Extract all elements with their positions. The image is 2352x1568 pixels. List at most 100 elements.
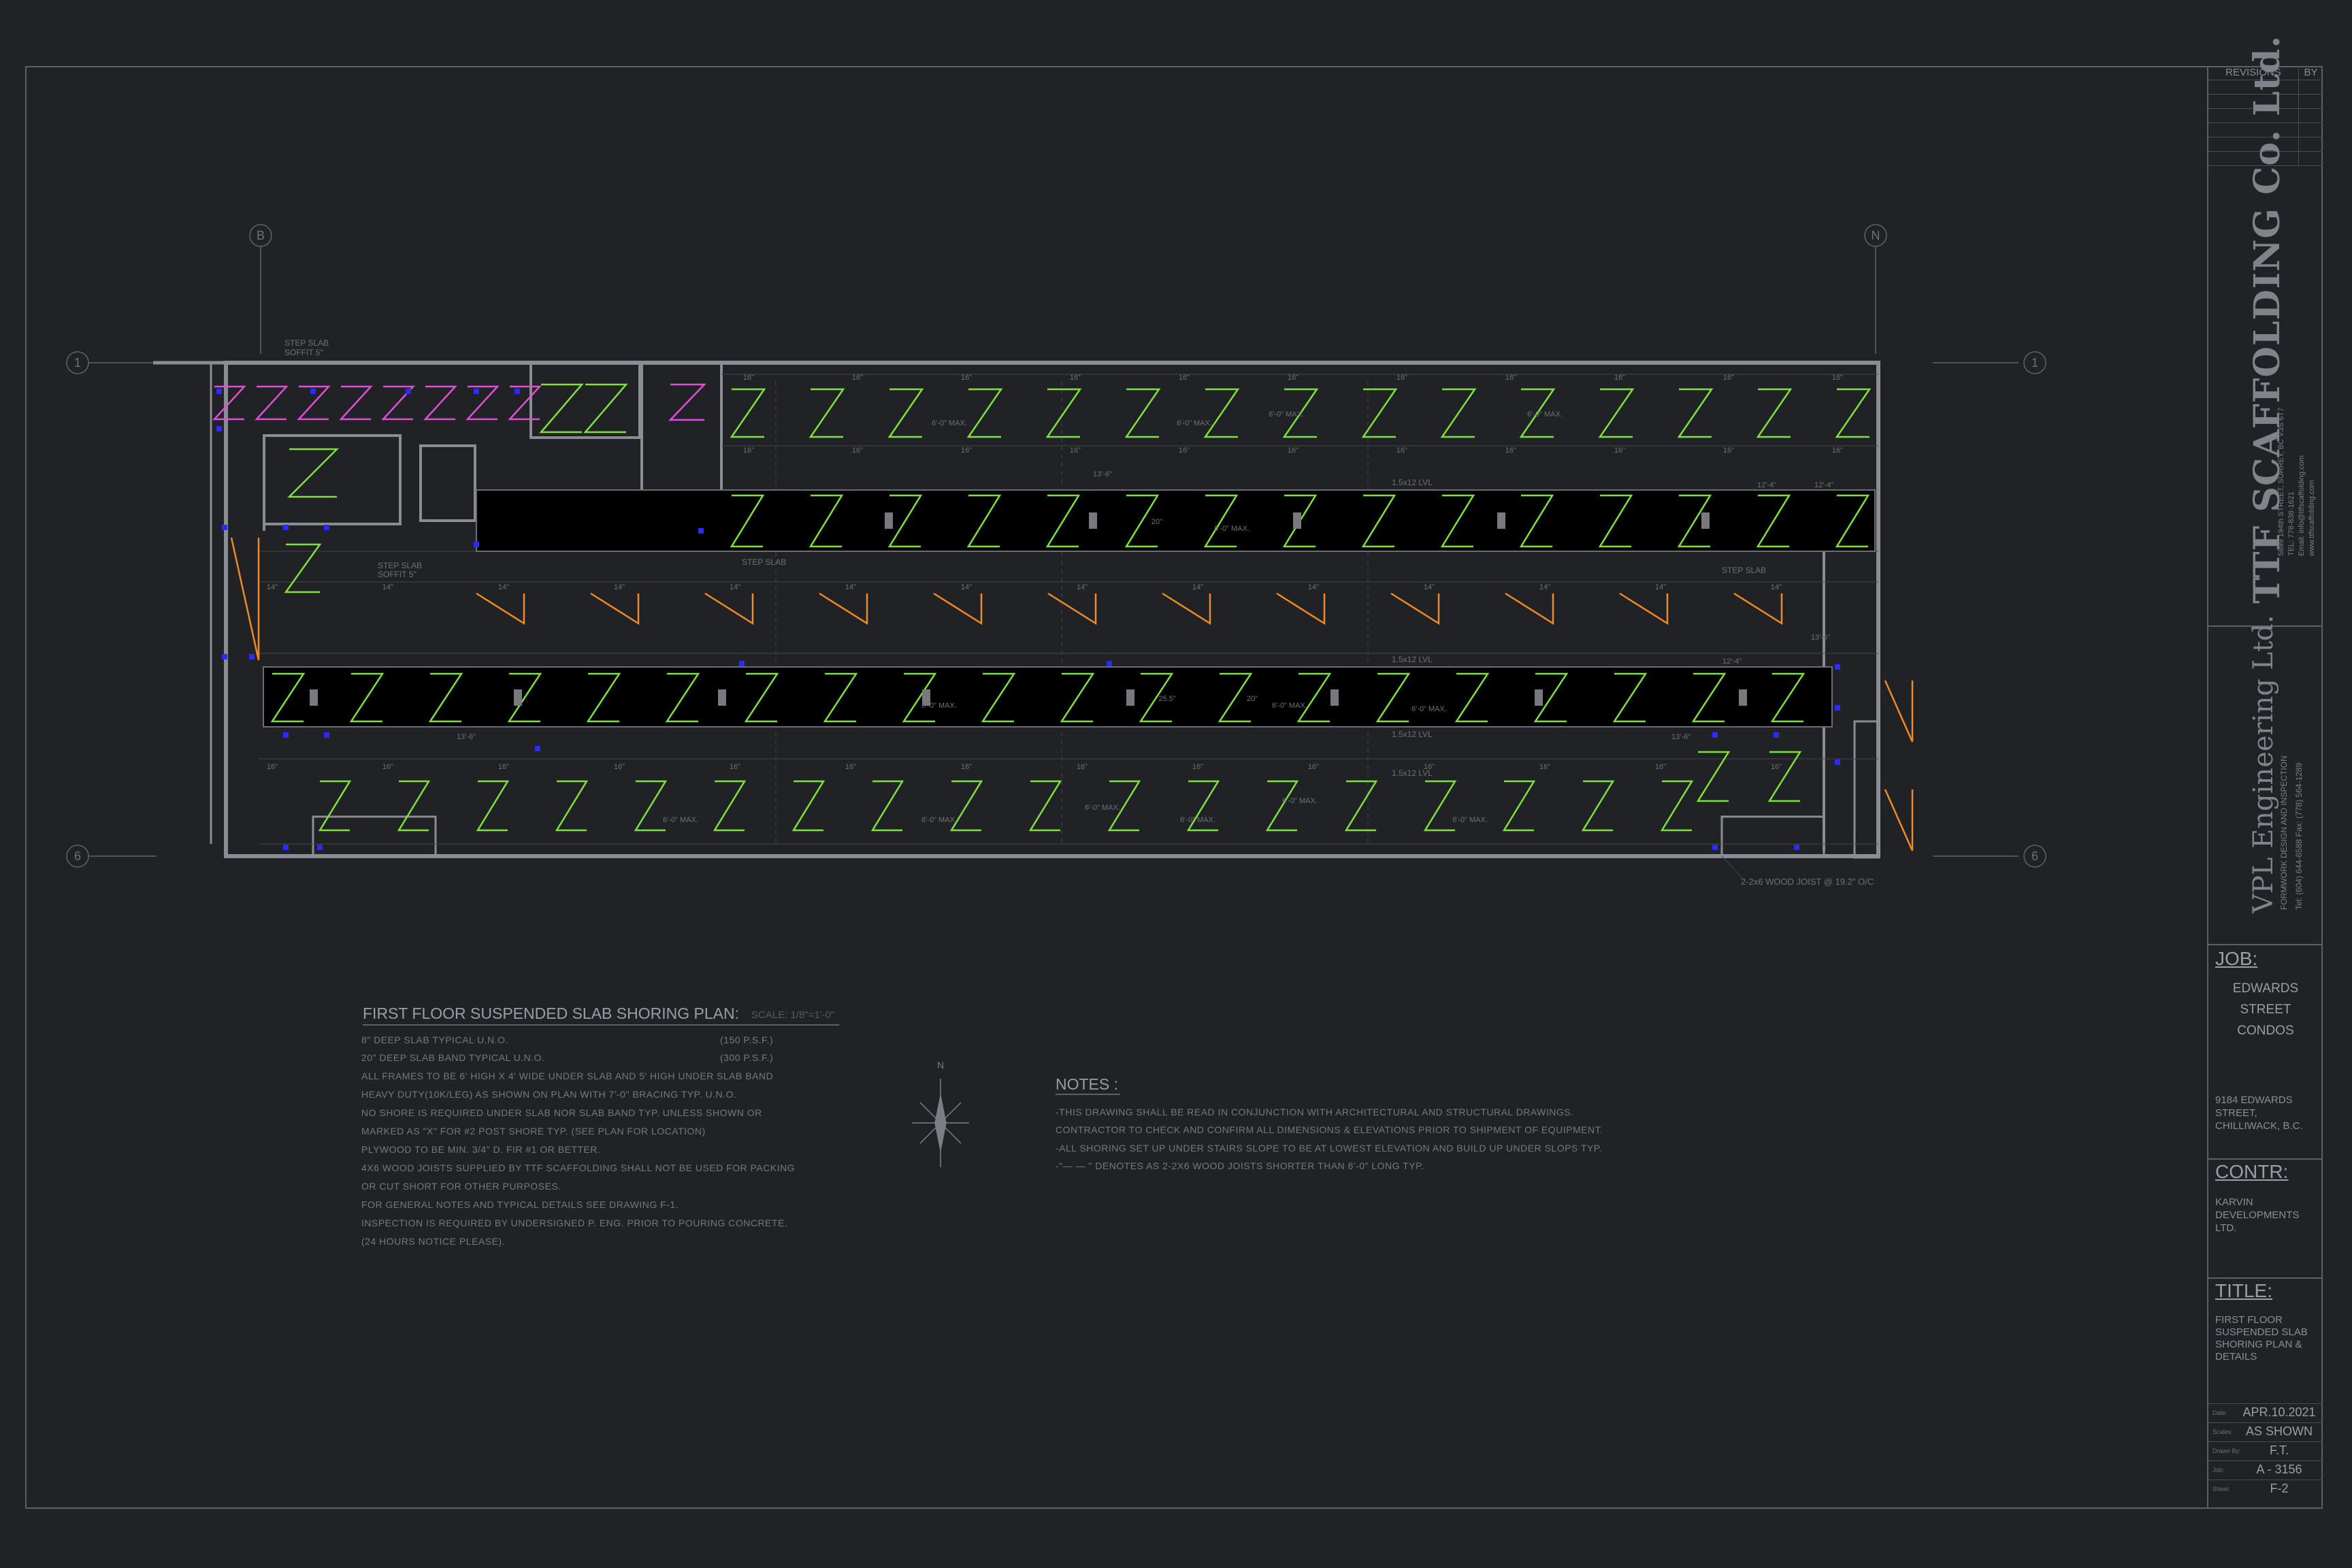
revision-row — [2208, 123, 2323, 137]
job-name-line: CONDOS — [2237, 1024, 2294, 1038]
shore-post-marker — [1835, 664, 1840, 670]
north-label: N — [937, 1060, 944, 1071]
spacing-dimension: 16" — [1077, 763, 1088, 771]
spec-line: 20" DEEP SLAB BAND TYPICAL U.N.O. — [361, 1052, 545, 1063]
bracing-symbol — [819, 592, 868, 625]
north-arrow — [912, 1079, 969, 1167]
max-bracing-label: 6'-0" MAX. — [1272, 702, 1307, 710]
shoring-frame-symbol — [1677, 388, 1714, 438]
meta-sheet-value: F-2 — [2270, 1482, 2289, 1495]
max-bracing-label: 6'-0" MAX. — [663, 816, 698, 824]
shoring-frame-symbol — [1203, 494, 1239, 548]
spacing-dimension: 16" — [1539, 763, 1550, 771]
stair-frame-symbol — [297, 385, 331, 421]
general-note: CONTRACTOR TO CHECK AND CONFIRM ALL DIME… — [1056, 1124, 1603, 1135]
shore-post-marker — [283, 845, 289, 850]
revision-row — [2208, 80, 2323, 95]
shore-post-marker — [222, 654, 227, 659]
title-line: FIRST FLOOR — [2215, 1314, 2283, 1326]
shore-post-marker — [1794, 845, 1799, 850]
dimension-label: 25.5" — [1158, 695, 1175, 703]
by-header: BY — [2304, 67, 2318, 78]
shoring-frame-symbol — [1696, 751, 1731, 802]
shoring-frame-symbol — [808, 494, 844, 548]
dimension-label: 20" — [1247, 695, 1258, 703]
shore-post-marker — [406, 389, 411, 394]
shore-post-marker — [283, 525, 289, 530]
dimension-label: 13'-6" — [1811, 634, 1830, 642]
max-bracing-label: 6'-0" MAX. — [932, 419, 967, 427]
spec-line: NO SHORE IS REQUIRED UNDER SLAB NOR SLAB… — [361, 1107, 762, 1118]
post-shore-symbol — [1330, 689, 1339, 706]
shore-post-marker — [216, 426, 222, 431]
shoring-frame-symbol — [1361, 388, 1398, 438]
max-bracing-label: 6'-0" MAX. — [1411, 705, 1447, 713]
spec-line: ALL FRAMES TO BE 6' HIGH X 4' WIDE UNDER… — [361, 1071, 774, 1081]
engineer-contact: FORMWORK DESIGN AND INSPECTION Tel: (604… — [2276, 755, 2306, 910]
shoring-frame-symbol — [1454, 672, 1490, 723]
spacing-dimension: 16" — [1288, 446, 1298, 455]
spacing-dimension: 14" — [730, 583, 740, 591]
shore-post-marker — [698, 528, 704, 534]
slab-band-upper — [476, 489, 1876, 552]
frame-spacing-label: 12'-4" — [1757, 481, 1776, 489]
spacing-dimension: 16" — [961, 763, 972, 771]
company-phone: TEL: 778-838-1621 — [2287, 491, 2296, 556]
shore-post-marker — [222, 525, 227, 530]
shoring-frame-symbol — [1612, 672, 1648, 723]
max-bracing-label: 6'-0" MAX. — [921, 702, 957, 710]
dimension-label: 20" — [1152, 518, 1162, 526]
shoring-frame-symbol — [1423, 780, 1457, 832]
spacing-dimension: 16" — [1179, 374, 1190, 382]
spacing-dimension: 14" — [845, 583, 856, 591]
spacing-dimension: 16" — [730, 763, 740, 771]
shoring-frame-symbol — [318, 780, 352, 832]
meta-job-value: A - 3156 — [2256, 1463, 2302, 1476]
plan-title: FIRST FLOOR SUSPENDED SLAB SHORING PLAN: — [363, 1004, 739, 1022]
shoring-frame-symbol — [1045, 388, 1082, 438]
shore-post-marker — [739, 661, 745, 666]
spacing-dimension: 16" — [1505, 446, 1516, 455]
shoring-frame-symbol — [870, 780, 904, 832]
shoring-frame-symbol — [284, 543, 322, 593]
meta-scale-label: Scales: — [2212, 1428, 2233, 1435]
stair-frame-symbol — [255, 385, 289, 421]
bracing-symbol — [704, 592, 754, 625]
spacing-dimension: 16" — [1396, 446, 1407, 455]
stair-frame-symbol — [668, 383, 706, 421]
shore-post-marker — [535, 746, 540, 751]
shoring-frame-symbol — [1440, 388, 1477, 438]
title-line: DETAILS — [2215, 1351, 2257, 1362]
meta-drawn-value: F.T. — [2269, 1443, 2289, 1457]
sheet-border — [25, 66, 2323, 1509]
shoring-frame-symbol — [1767, 751, 1802, 802]
spec-line: MARKED AS "X" FOR #2 POST SHORE TYP. (SE… — [361, 1126, 706, 1137]
revisions-table: REVISIONS BY — [2208, 66, 2323, 166]
max-bracing-label: 6'-0" MAX. — [1180, 816, 1215, 824]
shoring-frame-symbol — [1203, 388, 1240, 438]
shoring-frame-symbol — [287, 448, 340, 498]
stair-frame-symbol — [381, 385, 415, 421]
shore-post-marker — [1835, 760, 1840, 765]
post-shore-symbol — [1126, 689, 1134, 706]
meta-sheet-row: Sheet: F-2 — [2208, 1480, 2323, 1499]
shoring-frame-symbol — [1218, 672, 1253, 723]
shoring-frame-symbol — [507, 672, 542, 723]
general-note: -ALL SHORING SET UP UNDER STAIRS SLOPE T… — [1056, 1143, 1603, 1154]
stair-frame-symbol — [508, 385, 542, 421]
meta-job-label: Job: — [2212, 1467, 2225, 1473]
post-shore-symbol — [1497, 512, 1505, 529]
bracing-symbol — [230, 537, 260, 661]
spacing-dimension: 16" — [1396, 374, 1407, 382]
shoring-frame-symbol — [1124, 388, 1161, 438]
shore-post-marker — [324, 525, 329, 530]
lvl-label-4: 1.5x12 LVL — [1392, 768, 1433, 778]
company-web: www.ttfscaffolding.com — [2308, 480, 2316, 556]
shore-post-marker — [1712, 732, 1718, 738]
bracing-symbol — [1276, 592, 1326, 625]
revision-row — [2208, 152, 2323, 166]
post-shore-symbol — [310, 689, 318, 706]
spacing-dimension: 14" — [382, 583, 393, 591]
meta-sheet-label: Sheet: — [2212, 1486, 2231, 1492]
spacing-dimension: 14" — [267, 583, 278, 591]
